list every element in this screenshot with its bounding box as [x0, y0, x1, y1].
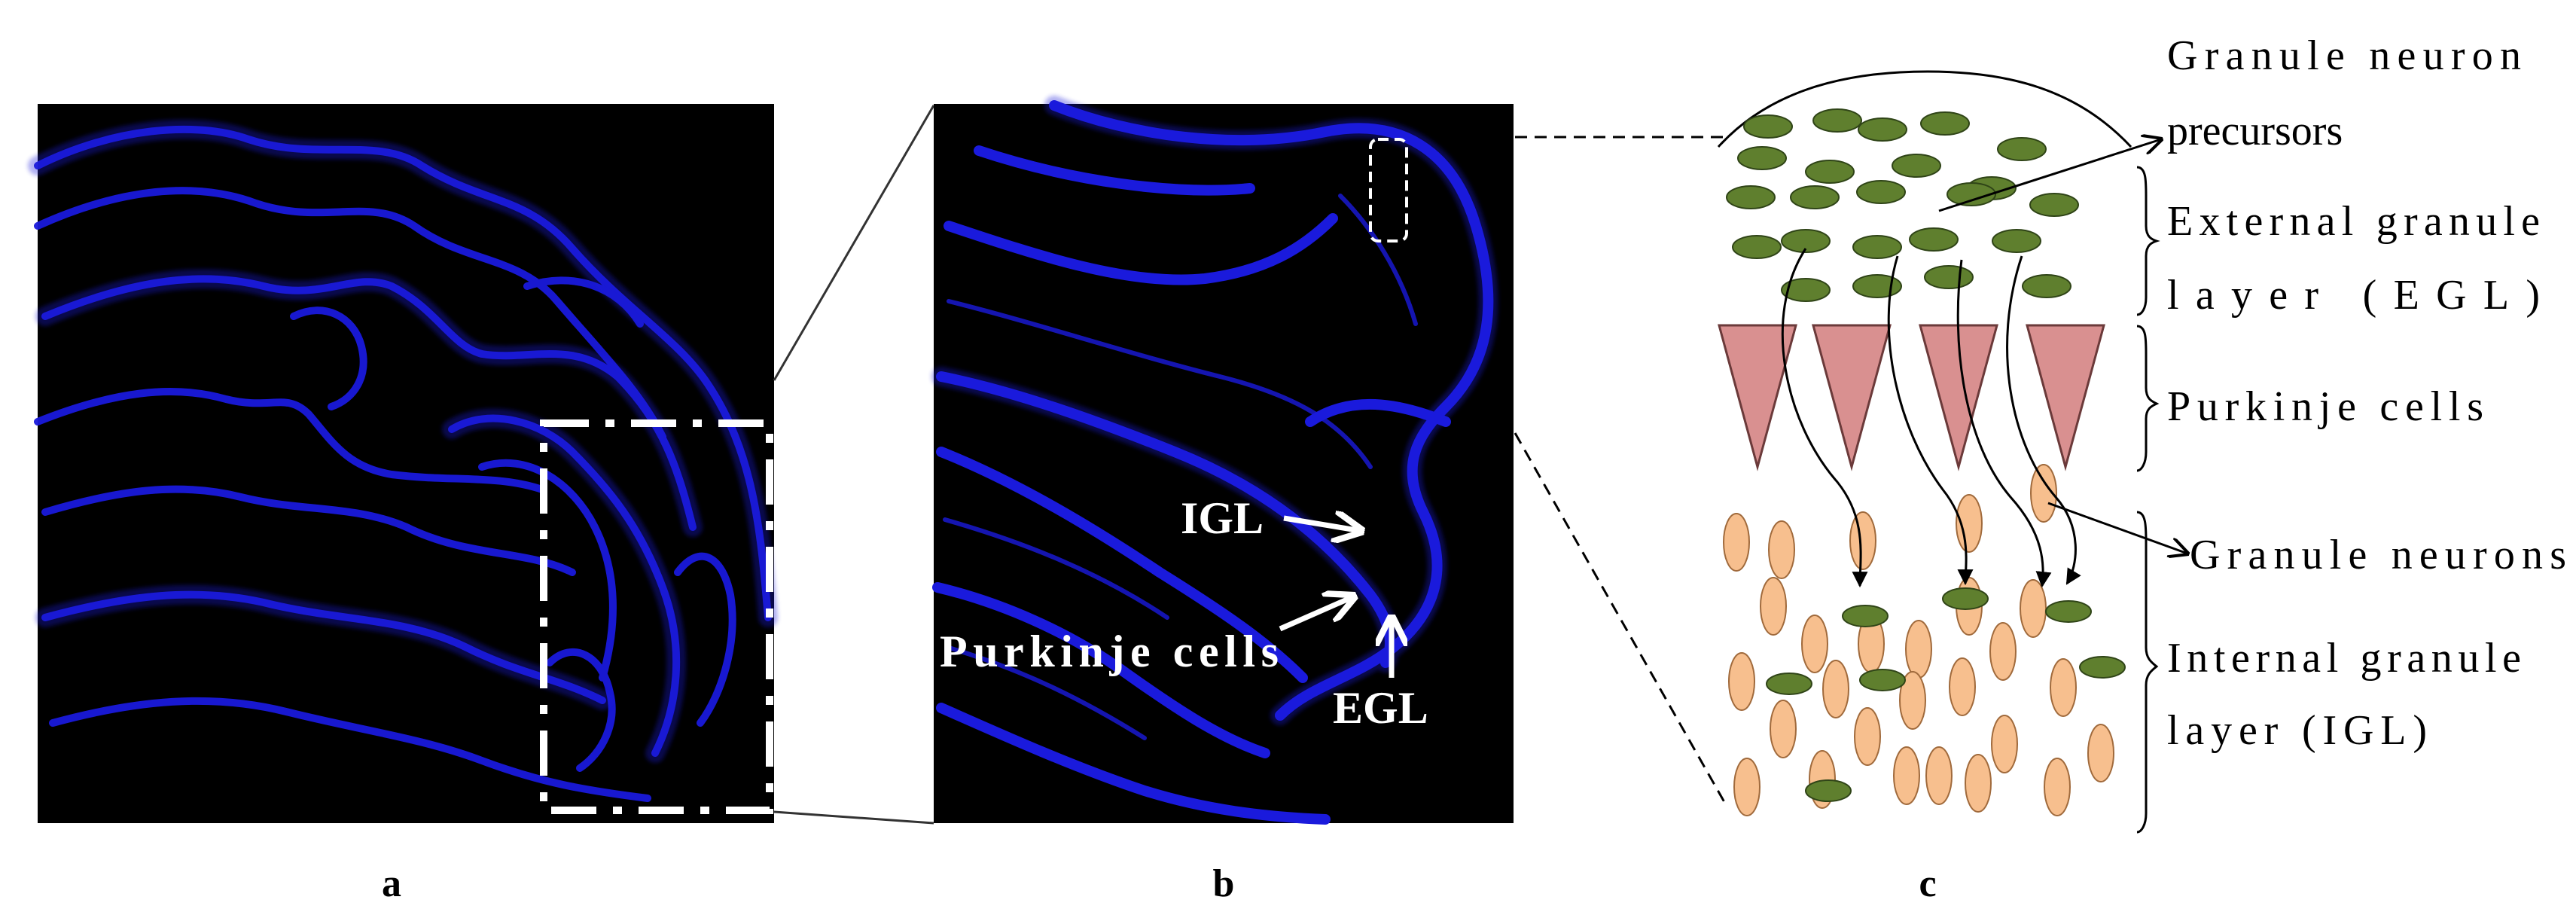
precursor-cell: [1858, 117, 1907, 142]
precursor-cell: [1805, 160, 1855, 184]
precursor-cell: [1997, 137, 2047, 161]
panel-c-letter: c: [1919, 862, 1936, 905]
granule-neuron-cell: [1822, 660, 1849, 718]
label-egl-b: EGL: [1333, 683, 1428, 733]
granule-neuron-cell: [1801, 615, 1828, 673]
granule-neuron-cell: [1965, 754, 1992, 813]
precursor-cell: [1812, 108, 1862, 133]
precursor-cell: [2022, 274, 2071, 298]
granule-neuron-cell: [2044, 758, 2071, 816]
label-igl: IGL: [1181, 493, 1264, 543]
precursor-cell: [1920, 111, 1970, 136]
precursor-cell: [1892, 154, 1941, 178]
granule-neuron-cell: [1991, 715, 2018, 773]
precursor-cell: [1737, 146, 1787, 170]
panel-a: a: [28, 104, 778, 905]
migrating-precursor-cell: [2045, 600, 2092, 623]
granule-neuron-cell: [1854, 707, 1881, 766]
precursor-cell: [1909, 227, 1959, 252]
purkinje-cells: [1718, 324, 2105, 471]
label-granule-neurons: Granule neurons: [2190, 532, 2566, 578]
precursor-cell: [1856, 180, 1906, 204]
granule-neuron-precursors: [1726, 108, 2079, 302]
egl-detail-box: [1369, 138, 1408, 242]
migrating-precursors: [1766, 587, 2126, 802]
granule-neuron-cell: [1728, 652, 1755, 711]
granule-neuron-cell: [1893, 746, 1920, 805]
egl-surface-arc: [1717, 70, 2132, 148]
precursor-cell: [1852, 235, 1902, 259]
precursor-cell: [1852, 274, 1902, 298]
migration-arrows: [1781, 248, 2081, 588]
precursor-cell: [1992, 229, 2041, 253]
precursor-cell: [1924, 265, 1974, 289]
label-igl-line1: Internal granule: [2167, 635, 2521, 682]
precursor-cell: [1781, 229, 1831, 253]
pointer-precursors: [1938, 139, 2161, 212]
zoom-connectors: [773, 105, 935, 825]
label-igl-line2: layer (IGL): [2167, 707, 2427, 754]
precursor-cell: [1726, 185, 1776, 209]
label-gnp-line2: precursors: [2167, 108, 2343, 154]
migrating-precursor-cell: [1942, 587, 1989, 610]
migrating-precursor-cell: [1805, 779, 1852, 802]
pointer-granule-neurons: [2047, 502, 2187, 554]
zoom-region-box: [540, 419, 773, 814]
label-gnp-line1: Granule neuron: [2167, 32, 2521, 79]
panel-b-letter: b: [1213, 862, 1235, 905]
granule-neuron-cell: [1760, 577, 1787, 636]
granule-neuron-cell: [2087, 724, 2114, 782]
arrow-igl: [1283, 518, 1361, 531]
granule-neuron-cell: [1733, 758, 1761, 816]
detail-connectors: [1514, 136, 1726, 803]
granule-neuron-cell: [1849, 511, 1876, 570]
precursor-cell: [1946, 182, 1996, 206]
granule-neuron-cell: [1949, 657, 1976, 716]
granule-neuron-cell: [1925, 746, 1953, 805]
layer-brackets: [2136, 166, 2160, 834]
arrow-purkinje: [1279, 596, 1354, 632]
migrating-precursor-cell: [1842, 605, 1889, 627]
label-purkinje-c: Purkinje cells: [2167, 383, 2483, 430]
migrating-precursor-cell: [1859, 669, 1906, 691]
label-egl-line2: layer (EGL): [2167, 272, 2540, 319]
panel-c: Granule neuron precursors External granu…: [1717, 32, 2566, 905]
granule-neuron-cell: [2050, 658, 2077, 717]
precursor-cell: [1781, 278, 1831, 302]
tissue-folds-a: [28, 119, 778, 802]
granule-neuron-cell: [2030, 464, 2057, 523]
panel-a-letter: a: [382, 862, 401, 905]
granule-neuron-cell: [1989, 622, 2017, 681]
granule-neuron-cell: [1770, 700, 1797, 758]
precursor-cell: [2029, 193, 2079, 217]
granule-neuron-cell: [2020, 579, 2047, 638]
granule-neuron-cell: [1905, 620, 1932, 679]
granule-neuron-cell: [1956, 494, 1983, 553]
granule-neuron-cell: [1899, 671, 1926, 730]
label-egl-line1: External granule: [2167, 198, 2540, 245]
granule-neurons: [1723, 464, 2114, 816]
granule-neuron-cell: [1768, 520, 1795, 579]
panel-b: IGL Purkinje cells EGL b: [931, 96, 1514, 905]
precursor-cell: [1790, 185, 1840, 209]
label-purkinje-b: Purkinje cells: [940, 627, 1279, 676]
migrating-precursor-cell: [1766, 673, 1812, 695]
precursor-cell: [1743, 114, 1793, 139]
migrating-precursor-cell: [2079, 656, 2126, 679]
precursor-cell: [1732, 235, 1782, 259]
granule-neuron-cell: [1723, 513, 1750, 572]
